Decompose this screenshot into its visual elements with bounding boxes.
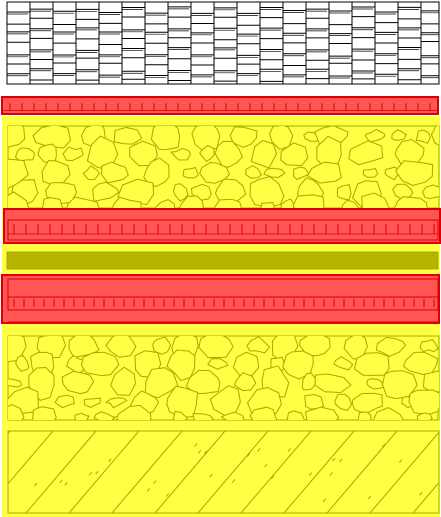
layer-rubble-upper: [0, 120, 441, 223]
layer-masonry: [7, 2, 441, 84]
layer-hatched-base: [0, 431, 441, 513]
rubble-upper-stone: [183, 168, 198, 178]
layer-brick-band-top: [2, 97, 438, 114]
brick-band-top-outline: [2, 97, 438, 114]
rubble-upper-stone: [192, 123, 220, 150]
rubble-upper-stone: [363, 169, 378, 178]
rubble-lower-stone: [409, 390, 441, 415]
layer-olive-strip: [7, 252, 438, 269]
layer-rubble-lower: [0, 329, 441, 433]
layer-brick-band-double: [2, 275, 439, 323]
layer-brick-band-middle: [4, 209, 440, 243]
hatched-base-frame: [8, 431, 439, 513]
rubble-lower-stone: [82, 352, 119, 376]
olive-strip-rect: [7, 252, 438, 269]
rubble-upper-stone: [337, 185, 351, 200]
brick-band-double-upper-course: [8, 279, 438, 297]
rubble-upper-stone: [114, 127, 142, 144]
